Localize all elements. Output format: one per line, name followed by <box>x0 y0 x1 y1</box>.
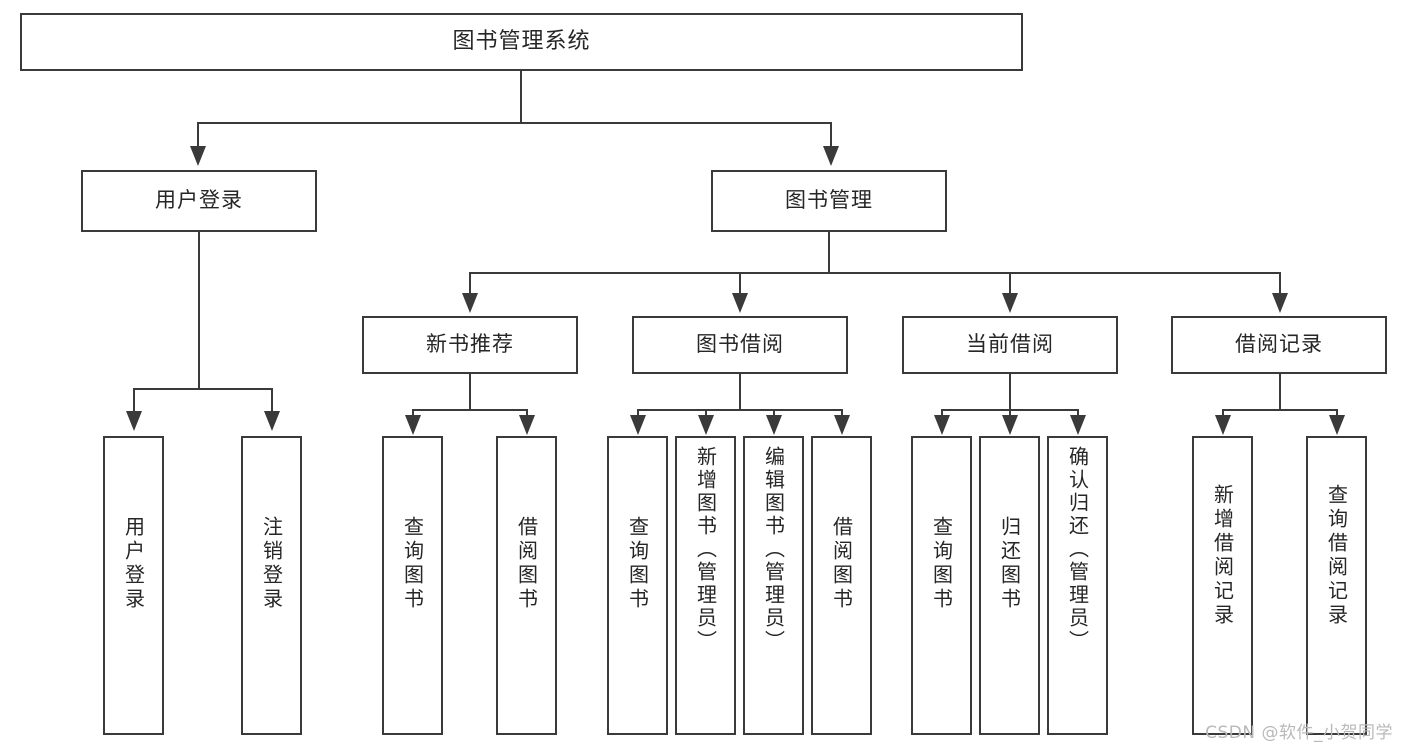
node-leaf-edit-book-label: 编辑图书（管理员） <box>761 446 786 653</box>
node-leaf-confirm-return[interactable]: 确认归还（管理员） <box>1047 436 1108 735</box>
arrowhead-user-login <box>190 146 206 166</box>
arrowhead-book-borrow <box>732 293 748 313</box>
node-leaf-return-book-label: 归还图书 <box>997 516 1022 612</box>
node-leaf-query-book-1-label: 查询图书 <box>400 516 425 612</box>
node-leaf-borrow-book-1[interactable]: 借阅图书 <box>496 436 557 735</box>
arrowhead-leaf-user-login <box>126 411 142 431</box>
connector-bb-drop-1 <box>637 409 639 418</box>
node-leaf-borrow-book-2[interactable]: 借阅图书 <box>811 436 872 735</box>
arrowhead-borrow-record <box>1272 293 1288 313</box>
connector-user-login-stem <box>198 232 200 389</box>
node-borrow-record[interactable]: 借阅记录 <box>1171 316 1387 374</box>
connector-br-drop-1 <box>1222 409 1224 418</box>
node-current-borrow-label: 当前借阅 <box>966 332 1054 357</box>
node-book-borrow-label: 图书借阅 <box>696 332 784 357</box>
connector-level3-drop-3 <box>1009 272 1011 294</box>
node-leaf-query-book-3-label: 查询图书 <box>929 516 954 612</box>
connector-cb-drop-2 <box>1009 409 1011 418</box>
connector-level2-drop-2 <box>830 122 832 148</box>
node-leaf-borrow-book-2-label: 借阅图书 <box>829 516 854 612</box>
node-leaf-query-book-2-label: 查询图书 <box>625 516 650 612</box>
node-leaf-edit-book[interactable]: 编辑图书（管理员） <box>743 436 804 735</box>
arrowhead-current-borrow <box>1002 293 1018 313</box>
connector-user-login-drop-1 <box>133 388 135 413</box>
connector-bb-drop-3 <box>773 409 775 418</box>
node-leaf-return-book[interactable]: 归还图书 <box>979 436 1040 735</box>
node-leaf-borrow-book-1-label: 借阅图书 <box>514 516 539 612</box>
node-leaf-add-book[interactable]: 新增图书（管理员） <box>675 436 736 735</box>
connector-level3-drop-1 <box>469 272 471 294</box>
connector-book-management-stem <box>828 232 830 273</box>
connector-book-borrow-bus <box>637 409 841 411</box>
node-leaf-user-login[interactable]: 用户登录 <box>103 436 164 735</box>
node-leaf-user-logout-label: 注销登录 <box>259 516 284 612</box>
arrowhead-leaf-add-book <box>698 415 714 435</box>
connector-nbr-drop-1 <box>412 409 414 418</box>
node-root-label: 图书管理系统 <box>452 28 591 54</box>
connector-borrow-record-bus <box>1222 409 1337 411</box>
arrowhead-leaf-query-record <box>1329 415 1345 435</box>
node-leaf-query-record[interactable]: 查询借阅记录 <box>1306 436 1367 735</box>
connector-new-book-recommend-stem <box>469 374 471 410</box>
connector-cb-drop-3 <box>1077 409 1079 418</box>
node-book-management[interactable]: 图书管理 <box>711 170 947 232</box>
arrowhead-leaf-confirm-return <box>1070 415 1086 435</box>
node-borrow-record-label: 借阅记录 <box>1235 332 1323 357</box>
node-leaf-confirm-return-label: 确认归还（管理员） <box>1065 446 1090 653</box>
node-root[interactable]: 图书管理系统 <box>20 13 1023 71</box>
node-new-book-recommend-label: 新书推荐 <box>426 332 514 357</box>
node-leaf-add-record-label: 新增借阅记录 <box>1210 484 1235 628</box>
connector-user-login-bus <box>133 388 272 390</box>
node-book-management-label: 图书管理 <box>785 188 873 213</box>
node-leaf-add-record[interactable]: 新增借阅记录 <box>1192 436 1253 735</box>
arrowhead-leaf-query-book-1 <box>405 415 421 435</box>
connector-cb-drop-1 <box>941 409 943 418</box>
arrowhead-leaf-add-record <box>1215 415 1231 435</box>
connector-bb-drop-4 <box>841 409 843 418</box>
arrowhead-new-book-recommend <box>462 293 478 313</box>
connector-bb-drop-2 <box>705 409 707 418</box>
node-leaf-query-book-3[interactable]: 查询图书 <box>911 436 972 735</box>
connector-level2-bus <box>197 122 831 124</box>
node-leaf-user-logout[interactable]: 注销登录 <box>241 436 302 735</box>
node-user-login[interactable]: 用户登录 <box>81 170 317 232</box>
arrowhead-leaf-edit-book <box>766 415 782 435</box>
arrowhead-leaf-query-book-2 <box>630 415 646 435</box>
arrowhead-leaf-borrow-book-2 <box>834 415 850 435</box>
arrowhead-book-management <box>823 146 839 166</box>
arrowhead-leaf-borrow-book-1 <box>519 415 535 435</box>
connector-nbr-drop-2 <box>526 409 528 418</box>
connector-level3-drop-4 <box>1279 272 1281 294</box>
connector-root-stem <box>520 71 522 123</box>
connector-br-drop-2 <box>1336 409 1338 418</box>
connector-book-borrow-stem <box>739 374 741 410</box>
node-new-book-recommend[interactable]: 新书推荐 <box>362 316 578 374</box>
connector-level3-drop-2 <box>739 272 741 294</box>
connector-user-login-drop-2 <box>271 388 273 413</box>
node-leaf-add-book-label: 新增图书（管理员） <box>693 446 718 653</box>
node-leaf-user-login-label: 用户登录 <box>121 516 146 612</box>
connector-borrow-record-stem <box>1279 374 1281 410</box>
node-current-borrow[interactable]: 当前借阅 <box>902 316 1118 374</box>
node-user-login-label: 用户登录 <box>155 188 243 213</box>
arrowhead-leaf-query-book-3 <box>934 415 950 435</box>
node-leaf-query-record-label: 查询借阅记录 <box>1324 484 1349 628</box>
connector-level3-bus <box>469 272 1281 274</box>
node-leaf-query-book-1[interactable]: 查询图书 <box>382 436 443 735</box>
connector-new-book-recommend-bus <box>412 409 527 411</box>
arrowhead-leaf-user-logout <box>264 411 280 431</box>
node-leaf-query-book-2[interactable]: 查询图书 <box>607 436 668 735</box>
arrowhead-leaf-return-book <box>1002 415 1018 435</box>
connector-level2-drop-1 <box>197 122 199 148</box>
connector-current-borrow-stem <box>1009 374 1011 410</box>
node-book-borrow[interactable]: 图书借阅 <box>632 316 848 374</box>
